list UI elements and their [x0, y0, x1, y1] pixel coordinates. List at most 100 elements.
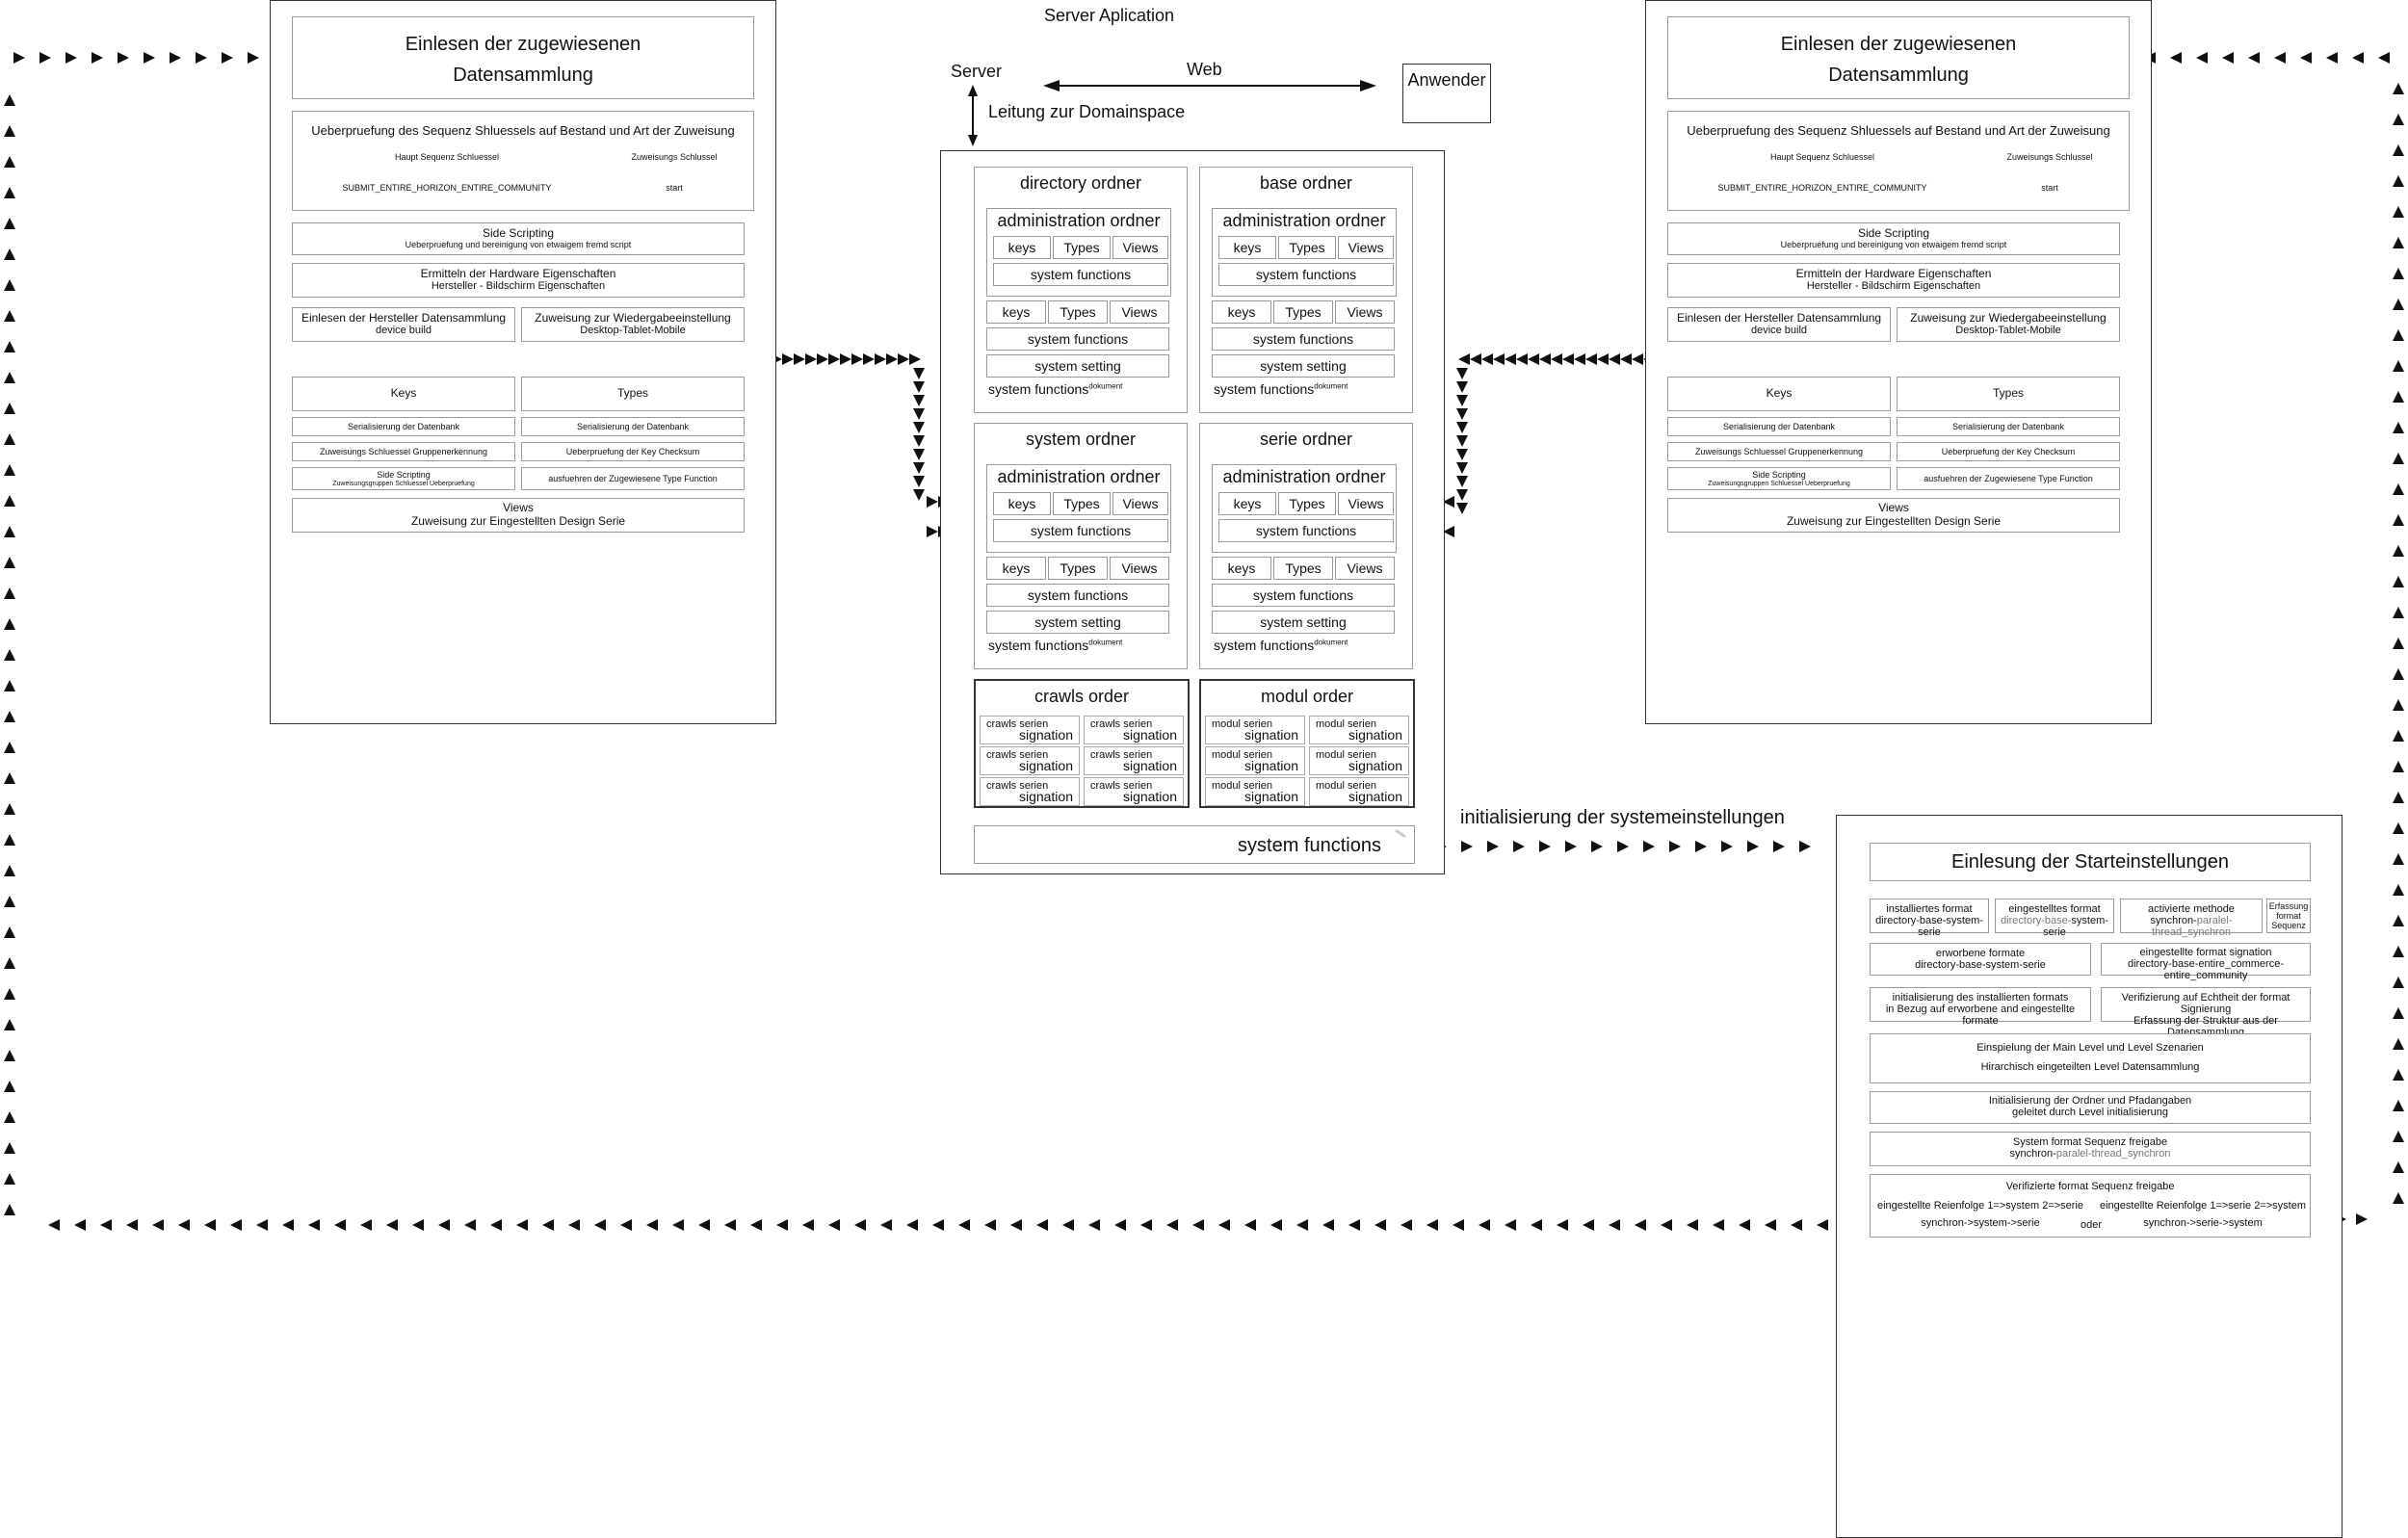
- arrow-triangle: [1458, 353, 1470, 365]
- arrow-triangle: [1470, 353, 1481, 365]
- arrow-triangle: [913, 449, 925, 460]
- arrow-triangle: [2393, 114, 2404, 125]
- main-system-functions-box: system functions: [974, 825, 1415, 864]
- arrow-triangle: [782, 353, 794, 365]
- capture-format-sequence-box: Erfassung format Sequenz: [2266, 899, 2311, 933]
- arrow-triangle: [1695, 841, 1707, 852]
- arrow-triangle: [39, 52, 51, 64]
- types-cell: Types: [1048, 557, 1108, 580]
- start-settings-panel: Einlesung der Starteinstellungen install…: [1836, 815, 2343, 1538]
- sequence-key-check-box: Ueberpruefung des Sequenz Shluessels auf…: [1667, 111, 2130, 211]
- arrow-triangle: [2393, 1038, 2404, 1050]
- directory-folder-title: directory ordner: [1019, 173, 1142, 193]
- admin-folder-box: administration ordner keys Types Views s…: [986, 208, 1171, 297]
- arrow-triangle: [92, 52, 103, 64]
- arrow-triangle: [178, 1219, 190, 1231]
- folder-system-functions-doc: system functionsdokument: [988, 638, 1123, 653]
- arrow-triangle: [1481, 353, 1493, 365]
- arrow-triangle: [1562, 353, 1574, 365]
- arrow-triangle: [4, 156, 15, 168]
- keys-cell: keys: [1212, 300, 1271, 324]
- arrow-triangle: [1114, 1219, 1126, 1231]
- arrow-triangle: [4, 1081, 15, 1092]
- serialize-db-keys: Serialisierung der Datenbank: [1667, 417, 1891, 436]
- main-level-box: Einspielung der Main Level und Level Sze…: [1870, 1033, 2311, 1083]
- arrow-triangle: [386, 1219, 398, 1231]
- signation-label: signation: [1018, 758, 1073, 773]
- arrow-triangle: [4, 248, 15, 260]
- arrow-triangle: [2356, 1213, 2368, 1225]
- arrow-triangle: [1513, 841, 1525, 852]
- admin-folder-box: administration ordner keys Types Views s…: [986, 464, 1171, 553]
- arrow-triangle: [1669, 841, 1681, 852]
- arrow-triangle: [4, 94, 15, 106]
- signation-label: signation: [1122, 758, 1177, 773]
- signation-label: signation: [1348, 789, 1402, 804]
- serie-folder-title: serie ordner: [1259, 430, 1353, 449]
- types-cell: Types: [1053, 236, 1111, 259]
- arrow-triangle: [13, 52, 25, 64]
- arrow-triangle: [2393, 391, 2404, 403]
- arrow-triangle: [2378, 52, 2390, 64]
- arrow-triangle: [1528, 353, 1539, 365]
- arrow-triangle: [170, 52, 181, 64]
- crawls-serien-label: crawls serien: [1090, 718, 1153, 730]
- arrow-triangle: [1531, 1219, 1542, 1231]
- modul-serien-label: modul serien: [1316, 749, 1376, 761]
- arrow-triangle: [1739, 1219, 1750, 1231]
- format-signation-box: eingestellte format signation directory-…: [2101, 943, 2311, 981]
- arrow-triangle: [1456, 381, 1468, 393]
- arrow-triangle: [1456, 422, 1468, 433]
- arrow-triangle: [4, 772, 15, 784]
- crawls-serien-label: crawls serien: [986, 749, 1049, 761]
- arrow-triangle: [1456, 489, 1468, 501]
- arrow-triangle: [4, 341, 15, 352]
- arrow-triangle: [794, 353, 805, 365]
- types-cell: Types: [1278, 492, 1336, 515]
- serie-folder-box: serie ordner administration ordner keys …: [1199, 423, 1413, 669]
- verified-sequence-box: Verifizierte format Sequenz freigabe ein…: [1870, 1174, 2311, 1238]
- arrow-triangle: [913, 462, 925, 474]
- arrow-triangle: [464, 1219, 476, 1231]
- arrow-triangle: [4, 680, 15, 691]
- arrow-triangle: [1799, 841, 1811, 852]
- modul-serien-label: modul serien: [1316, 718, 1376, 730]
- vendor-data-box: Einlesen der Hersteller Datensammlung de…: [292, 307, 515, 342]
- playback-box: Zuweisung zur Wiedergabeeinstellung Desk…: [521, 307, 745, 342]
- arrow-triangle: [1747, 841, 1759, 852]
- arrow-triangle: [2393, 268, 2404, 279]
- arrow-triangle: [4, 495, 15, 507]
- arrow-triangle: [1516, 353, 1528, 365]
- init-installed-format-box: initialisierung des installierten format…: [1870, 987, 2091, 1027]
- arrow-triangle: [1270, 1219, 1282, 1231]
- admin-folder-title: administration ordner: [1222, 467, 1386, 486]
- arrow-triangle: [4, 865, 15, 876]
- main-system-functions-label: system functions: [1238, 835, 1381, 856]
- arrow-triangle: [880, 1219, 892, 1231]
- arrow-triangle: [2393, 545, 2404, 557]
- arrow-triangle: [2393, 1161, 2404, 1173]
- arrow-triangle: [1487, 841, 1499, 852]
- arrow-triangle: [2393, 792, 2404, 803]
- arrow-triangle: [1443, 496, 1454, 508]
- views-cell: Views: [1112, 236, 1168, 259]
- client-title-box: Einlesen der zugewiesenen Datensammlung: [292, 16, 754, 99]
- arrow-triangle: [2393, 668, 2404, 680]
- arrow-triangle: [1817, 1219, 1828, 1231]
- system-functions-cell: system functions: [986, 584, 1169, 607]
- arrow-triangle: [4, 279, 15, 291]
- arrow-triangle: [1322, 1219, 1334, 1231]
- signation-label: signation: [1243, 789, 1298, 804]
- user-box: Anwender: [1402, 64, 1491, 123]
- crawls-serien-label: crawls serien: [986, 718, 1049, 730]
- arrow-triangle: [2393, 1192, 2404, 1204]
- arrow-triangle: [1585, 353, 1597, 365]
- arrow-triangle: [4, 1019, 15, 1030]
- arrow-triangle: [1348, 1219, 1360, 1231]
- client-panel-left: Einlesen der zugewiesenen Datensammlung …: [270, 0, 776, 724]
